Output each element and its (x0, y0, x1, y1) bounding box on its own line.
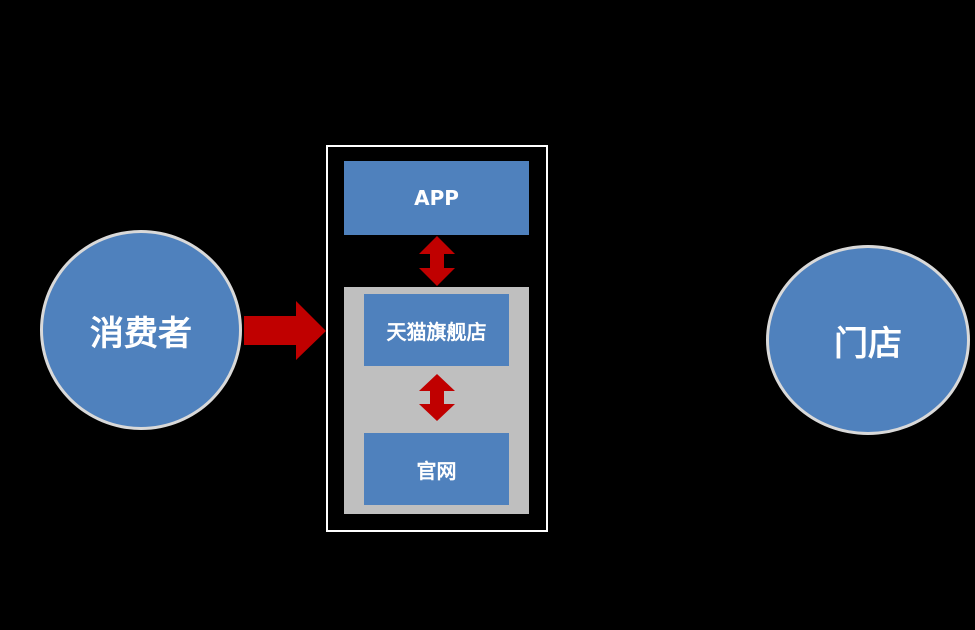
official-site-label: 官网 (416, 458, 457, 483)
tmall-store-node: 天猫旗舰店 (364, 294, 509, 366)
consumer-label: 消费者 (90, 313, 192, 354)
tmall-store-label: 天猫旗舰店 (386, 319, 487, 344)
consumer-to-channel-arrow (244, 301, 326, 360)
app-node: APP (344, 161, 529, 235)
consumer-node: 消费者 (40, 230, 242, 430)
official-site-node: 官网 (364, 433, 509, 505)
app-label: APP (414, 186, 459, 210)
channel-group-frame (326, 145, 548, 532)
store-label: 门店 (834, 323, 902, 364)
store-node: 门店 (766, 245, 970, 435)
